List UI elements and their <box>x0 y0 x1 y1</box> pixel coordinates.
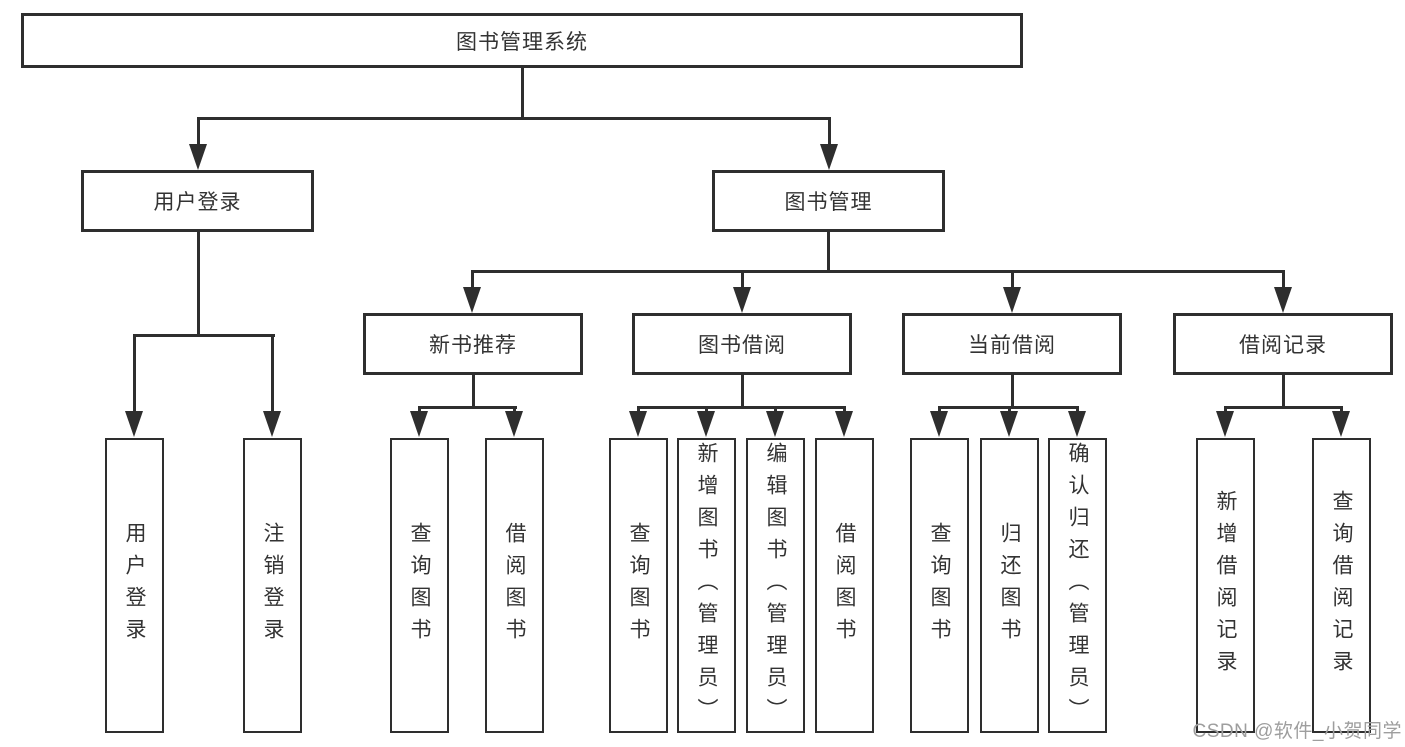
arrowhead-down <box>820 144 838 170</box>
connector-line <box>196 116 831 120</box>
leaf-borrow-query-book: 查询图书 <box>609 438 668 733</box>
connector-line <box>512 407 516 412</box>
connector-line <box>417 407 421 412</box>
leaf-user-login-label: 用户登录 <box>123 521 146 650</box>
arrowhead-down <box>1274 287 1292 313</box>
connector-line <box>1007 407 1011 412</box>
connector-line <box>470 269 1285 273</box>
node-new-book-recommend-label: 新书推荐 <box>429 334 517 357</box>
arrowhead-down <box>930 411 948 437</box>
node-current-borrow: 当前借阅 <box>902 313 1122 375</box>
node-user-login: 用户登录 <box>81 170 314 232</box>
connector-line <box>740 271 744 287</box>
node-root: 图书管理系统 <box>21 13 1023 68</box>
connector-line <box>132 335 136 411</box>
node-current-borrow-label: 当前借阅 <box>968 334 1056 357</box>
connector-line <box>937 407 941 412</box>
arrowhead-down <box>263 411 281 437</box>
connector-line <box>704 407 708 412</box>
leaf-borrow-borrow-book: 借阅图书 <box>815 438 874 733</box>
node-book-borrow: 图书借阅 <box>632 313 852 375</box>
arrowhead-down <box>629 411 647 437</box>
leaf-current-query-book-label: 查询图书 <box>928 521 951 650</box>
connector-line <box>1075 407 1079 412</box>
arrowhead-down <box>1216 411 1234 437</box>
connector-line <box>740 375 744 407</box>
arrowhead-down <box>189 144 207 170</box>
leaf-borrow-add-book-admin-label: 新增图书（管理员） <box>695 441 718 730</box>
node-book-borrow-label: 图书借阅 <box>698 334 786 357</box>
connector-line <box>470 271 474 287</box>
leaf-record-add-record: 新增借阅记录 <box>1196 438 1255 733</box>
leaf-borrow-add-book-admin: 新增图书（管理员） <box>677 438 736 733</box>
connector-line <box>270 335 274 411</box>
arrowhead-down <box>766 411 784 437</box>
arrowhead-down <box>505 411 523 437</box>
leaf-user-login: 用户登录 <box>105 438 164 733</box>
node-book-management-label: 图书管理 <box>784 191 873 214</box>
arrowhead-down <box>463 287 481 313</box>
leaf-current-return-book: 归还图书 <box>980 438 1039 733</box>
node-new-book-recommend: 新书推荐 <box>363 313 583 375</box>
connector-line <box>1281 271 1285 287</box>
connector-line <box>1010 271 1014 287</box>
node-root-label: 图书管理系统 <box>456 30 588 54</box>
leaf-current-return-book-label: 归还图书 <box>998 521 1021 650</box>
connector-line <box>636 405 846 409</box>
arrowhead-down <box>1068 411 1086 437</box>
leaf-record-query-record-label: 查询借阅记录 <box>1330 489 1353 682</box>
node-borrow-record-label: 借阅记录 <box>1239 334 1327 357</box>
leaf-logout: 注销登录 <box>243 438 302 733</box>
leaf-borrow-edit-book-admin: 编辑图书（管理员） <box>746 438 805 733</box>
csdn-watermark: CSDN @软件_小贺同学 <box>1192 721 1402 742</box>
leaf-recommend-query-book-label: 查询图书 <box>408 521 431 650</box>
leaf-logout-label: 注销登录 <box>261 521 284 650</box>
arrowhead-down <box>835 411 853 437</box>
connector-line <box>471 375 475 407</box>
connector-line <box>827 118 831 145</box>
leaf-current-query-book: 查询图书 <box>910 438 969 733</box>
leaf-recommend-query-book: 查询图书 <box>390 438 449 733</box>
leaf-borrow-edit-book-admin-label: 编辑图书（管理员） <box>764 441 787 730</box>
connector-line <box>773 407 777 412</box>
connector-line <box>1223 405 1343 409</box>
leaf-record-query-record: 查询借阅记录 <box>1312 438 1371 733</box>
node-borrow-record: 借阅记录 <box>1173 313 1393 375</box>
arrowhead-down <box>410 411 428 437</box>
connector-line <box>1281 375 1285 407</box>
leaf-record-add-record-label: 新增借阅记录 <box>1214 489 1237 682</box>
connector-line <box>636 407 640 412</box>
arrowhead-down <box>733 287 751 313</box>
connector-line <box>520 68 524 118</box>
arrowhead-down <box>697 411 715 437</box>
leaf-recommend-borrow-book: 借阅图书 <box>485 438 544 733</box>
node-user-login-label: 用户登录 <box>153 191 242 214</box>
arrowhead-down <box>1000 411 1018 437</box>
connector-line <box>132 333 275 337</box>
connector-line <box>826 232 830 271</box>
connector-line <box>196 118 200 145</box>
leaf-current-confirm-return-admin-label: 确认归还（管理员） <box>1066 441 1089 730</box>
connector-line <box>196 232 200 335</box>
leaf-borrow-query-book-label: 查询图书 <box>627 521 650 650</box>
connector-line <box>1010 375 1014 407</box>
arrowhead-down <box>1003 287 1021 313</box>
node-book-management: 图书管理 <box>712 170 945 232</box>
leaf-recommend-borrow-book-label: 借阅图书 <box>503 521 526 650</box>
leaf-borrow-borrow-book-label: 借阅图书 <box>833 521 856 650</box>
arrowhead-down <box>1332 411 1350 437</box>
arrowhead-down <box>125 411 143 437</box>
connector-line <box>1339 407 1343 412</box>
connector-line <box>1223 407 1227 412</box>
connector-line <box>842 407 846 412</box>
leaf-current-confirm-return-admin: 确认归还（管理员） <box>1048 438 1107 733</box>
connector-line <box>417 405 517 409</box>
